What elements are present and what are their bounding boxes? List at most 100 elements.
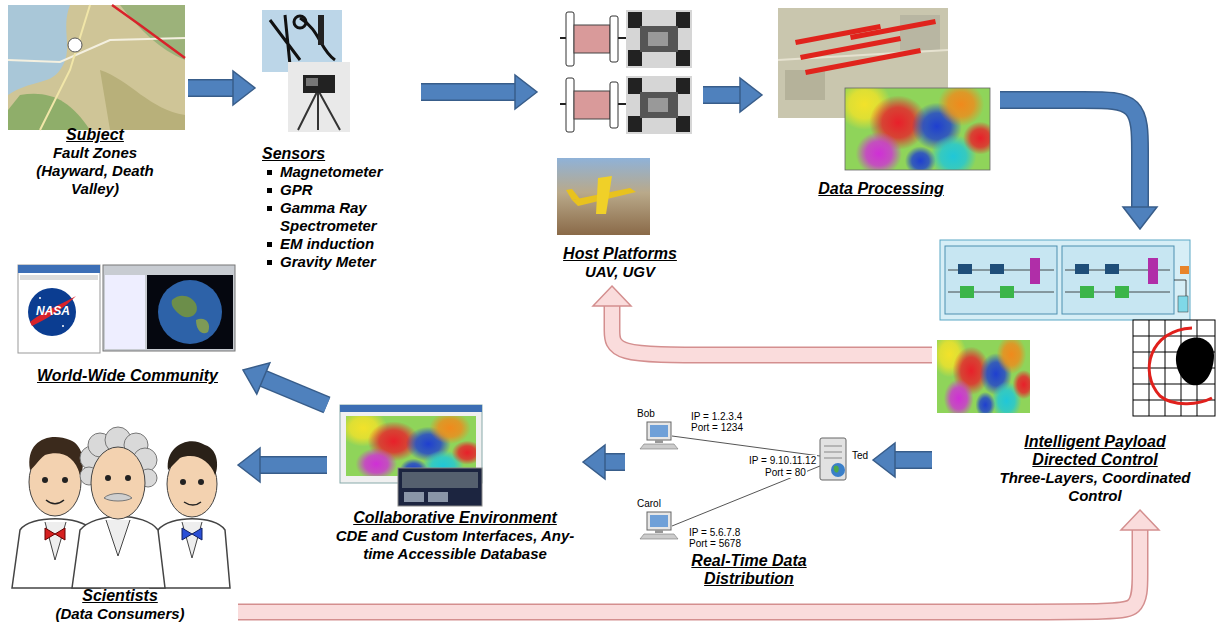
scientist-cartoon [104, 494, 132, 502]
control-diagram [1133, 320, 1215, 416]
sensor-photos [288, 62, 350, 132]
caption-title: Intelligent Payload Directed Control [995, 433, 1195, 469]
processing-images [837, 79, 997, 178]
processing-group: Data Processing [765, 5, 997, 200]
network-picture [834, 465, 839, 472]
scientist-cartoon [182, 522, 202, 558]
scientist-cartoon [125, 475, 131, 481]
arrow-shaft [605, 455, 625, 470]
arrow-outline [1000, 100, 1140, 207]
community-screens [28, 288, 76, 336]
scientist-cartoon [29, 437, 83, 475]
caption-block: SensorsMagnetometerGPRGamma Ray Spectrom… [262, 145, 412, 271]
community-screens [147, 275, 233, 349]
caption-block: Scientists(Data Consumers) [10, 587, 230, 623]
caption-title: Sensors [262, 145, 412, 163]
arrow-shaft [188, 81, 233, 96]
flow-arrow [703, 78, 762, 112]
fault-map [8, 5, 185, 130]
control-diagram [1075, 264, 1089, 274]
subject-group: SubjectFault Zones (Hayward, Death Valle… [5, 5, 185, 200]
caption-title: Scientists [10, 587, 230, 605]
control-diagram [1000, 286, 1014, 298]
community-screens [158, 280, 222, 344]
community-screens [196, 319, 209, 334]
processing-images [805, 48, 921, 75]
control-group: Intelligent Payload Directed ControlThre… [935, 232, 1215, 507]
arrow-head [238, 448, 260, 482]
list-item: Gamma Ray Spectrometer [262, 199, 412, 235]
arrow-shaft [238, 530, 1140, 612]
arrow-head [233, 71, 255, 105]
ip-address: IP = 1.2.3.4 [690, 411, 743, 422]
flow-arrow [1000, 100, 1157, 229]
control-diagram [1133, 320, 1215, 416]
scientist-cartoon [184, 502, 201, 505]
control-diagram [1178, 296, 1188, 312]
scientist-cartoon [72, 517, 165, 589]
control-diagram [940, 240, 1190, 320]
control-diagram [958, 264, 972, 274]
arrow-outline [188, 79, 233, 97]
sensor-photos [306, 78, 318, 86]
control-diagram [1148, 258, 1158, 284]
network-picture [650, 425, 668, 437]
flow-arrow [583, 445, 625, 479]
caption-block: Real-Time Data Distribution [674, 552, 824, 588]
vehicle-pictures [566, 189, 580, 200]
caption-text: CDE and Custom Interfaces, Any-time Acce… [330, 527, 580, 563]
arrow-head [1123, 207, 1157, 229]
community-screens [18, 265, 100, 273]
ip-address: IP = 5.6.7.8 [688, 527, 741, 538]
flow-arrow [421, 75, 537, 109]
scientist-cartoon [91, 447, 145, 519]
community-screens [20, 275, 98, 280]
sensor-photos [298, 90, 340, 130]
list-item: Gravity Meter [262, 253, 412, 271]
scientist-cartoon [46, 500, 64, 504]
fault-map [100, 70, 185, 130]
caption-title: Host Platforms [545, 245, 695, 263]
arrow-shaft [612, 306, 932, 355]
flow-arrow [238, 510, 1159, 612]
processing-images [785, 70, 825, 100]
sensor-photos [270, 15, 335, 65]
arrow-outline [605, 453, 625, 471]
network-picture [831, 463, 845, 477]
network-picture [647, 422, 671, 440]
sensor-photos [318, 15, 324, 45]
caption-block: Host PlatformsUAV, UGV [545, 245, 695, 281]
network-picture [655, 440, 663, 443]
community-screens [18, 265, 100, 353]
arrow-head [593, 286, 631, 306]
scientist-cartoon [180, 479, 186, 485]
scientist-cartoon [45, 528, 65, 540]
caption-title: Real-Time Data Distribution [674, 552, 824, 588]
scientist-cartoon [12, 427, 230, 588]
network-picture [640, 534, 678, 539]
fault-map [8, 5, 70, 95]
arrow-shaft [263, 378, 327, 405]
scientist-cartoon [168, 441, 217, 475]
caption-block: World-Wide Community [18, 367, 238, 385]
community-screens [30, 296, 76, 326]
community-screens [105, 275, 145, 349]
flow-arrow [243, 363, 327, 405]
caption-title: Subject [25, 126, 165, 144]
caption-title: Data Processing [771, 180, 991, 198]
host-name: Bob [636, 408, 656, 419]
caption-block: Data Processing [771, 180, 991, 198]
processing-images [850, 19, 936, 40]
scientist-cartoon [182, 528, 202, 540]
host-name: Ted [851, 450, 869, 461]
collaboration-group: Collaborative EnvironmentCDE and Custom … [330, 400, 580, 565]
control-diagram [932, 332, 1035, 420]
arrow-head [583, 445, 605, 479]
network-picture [820, 438, 846, 480]
community-group: World-Wide Community [15, 262, 240, 387]
fault-map [112, 5, 185, 58]
caption-text: (Data Consumers) [10, 605, 230, 623]
community-screens [103, 265, 235, 351]
control-diagram [932, 240, 1215, 420]
arrow-shaft [703, 88, 740, 103]
